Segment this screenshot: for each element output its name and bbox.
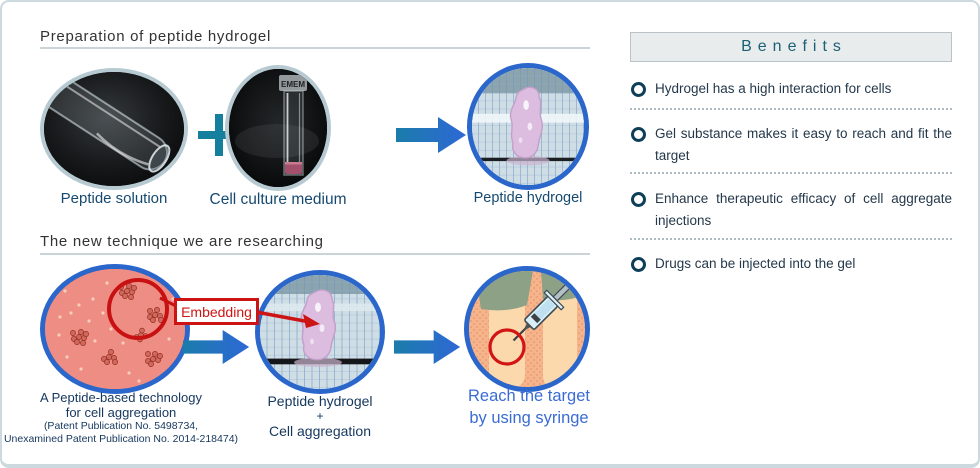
arrow-right-icon (183, 330, 250, 364)
reach-target-caption: Reach the target by using syringe (446, 385, 612, 429)
preparation-heading: Preparation of peptide hydrogel (40, 28, 272, 45)
hydrogel-cells-caption: Peptide hydrogel + Cell aggregation (250, 393, 390, 439)
peptide-hydrogel-photo (467, 63, 589, 190)
step-label-peptide-solution: Peptide solution (60, 190, 168, 207)
heading-rule (40, 47, 590, 49)
arrow-right-icon (396, 117, 466, 153)
step-label-cell-culture-medium: Cell culture medium (209, 191, 347, 208)
test-tube-icon (44, 72, 184, 186)
technology-caption: A Peptide-based technology for cell aggr… (2, 390, 240, 446)
patent-note-line: (Patent Publication No. 5498734, (43, 420, 199, 432)
caption-line: by using syringe (469, 409, 589, 427)
benefit-item: Hydrogel has a high interaction for cell… (630, 78, 952, 100)
cell-culture-medium-photo: EMEM (225, 65, 331, 191)
syringe-icon (469, 271, 585, 387)
plus-icon (198, 114, 240, 156)
bullet-circle-icon (631, 192, 646, 207)
technique-heading: The new technique we are researching (40, 233, 324, 250)
hydrogel-on-grid-icon (472, 68, 584, 185)
benefit-text: Enhance therapeutic efficacy of cell agg… (655, 191, 952, 228)
caption-line: for cell aggregation (65, 405, 177, 420)
heading-rule-2 (40, 253, 590, 255)
patent-note-line: Unexamined Patent Publication No. 2014-2… (3, 433, 239, 445)
bullet-circle-icon (631, 127, 646, 142)
benefit-item: Drugs can be injected into the gel (630, 253, 952, 275)
dotted-divider (630, 172, 952, 174)
caption-line: Peptide hydrogel (267, 393, 373, 409)
annotation-circle-icon (107, 278, 169, 340)
syringe-injection-illustration (464, 266, 590, 392)
caption-line: Cell aggregation (269, 423, 371, 439)
step-label-peptide-hydrogel: Peptide hydrogel (473, 190, 583, 206)
embedding-callout: Embedding (174, 298, 259, 325)
benefit-text: Hydrogel has a high interaction for cell… (655, 81, 892, 96)
bullet-circle-icon (631, 257, 646, 272)
dotted-divider (630, 238, 952, 240)
caption-plus: + (316, 409, 324, 423)
dotted-divider (630, 108, 952, 110)
benefit-item: Enhance therapeutic efficacy of cell agg… (630, 188, 952, 232)
vial-cap-label: EMEM (281, 80, 305, 89)
peptide-solution-photo (40, 68, 188, 190)
hydrogel-with-cells-photo (255, 270, 385, 394)
benefits-title: Benefits (630, 32, 952, 62)
medium-vial-icon: EMEM (229, 69, 327, 187)
bullet-circle-icon (631, 82, 646, 97)
benefit-item: Gel substance makes it easy to reach and… (630, 123, 952, 167)
benefit-text: Gel substance makes it easy to reach and… (655, 126, 952, 163)
arrow-right-icon (394, 330, 461, 364)
caption-line: Reach the target (468, 387, 590, 405)
benefit-text: Drugs can be injected into the gel (655, 256, 856, 271)
caption-line: A Peptide-based technology (40, 390, 202, 405)
injection-target-circle (488, 328, 526, 366)
hydrogel-on-grid-icon (260, 275, 380, 389)
